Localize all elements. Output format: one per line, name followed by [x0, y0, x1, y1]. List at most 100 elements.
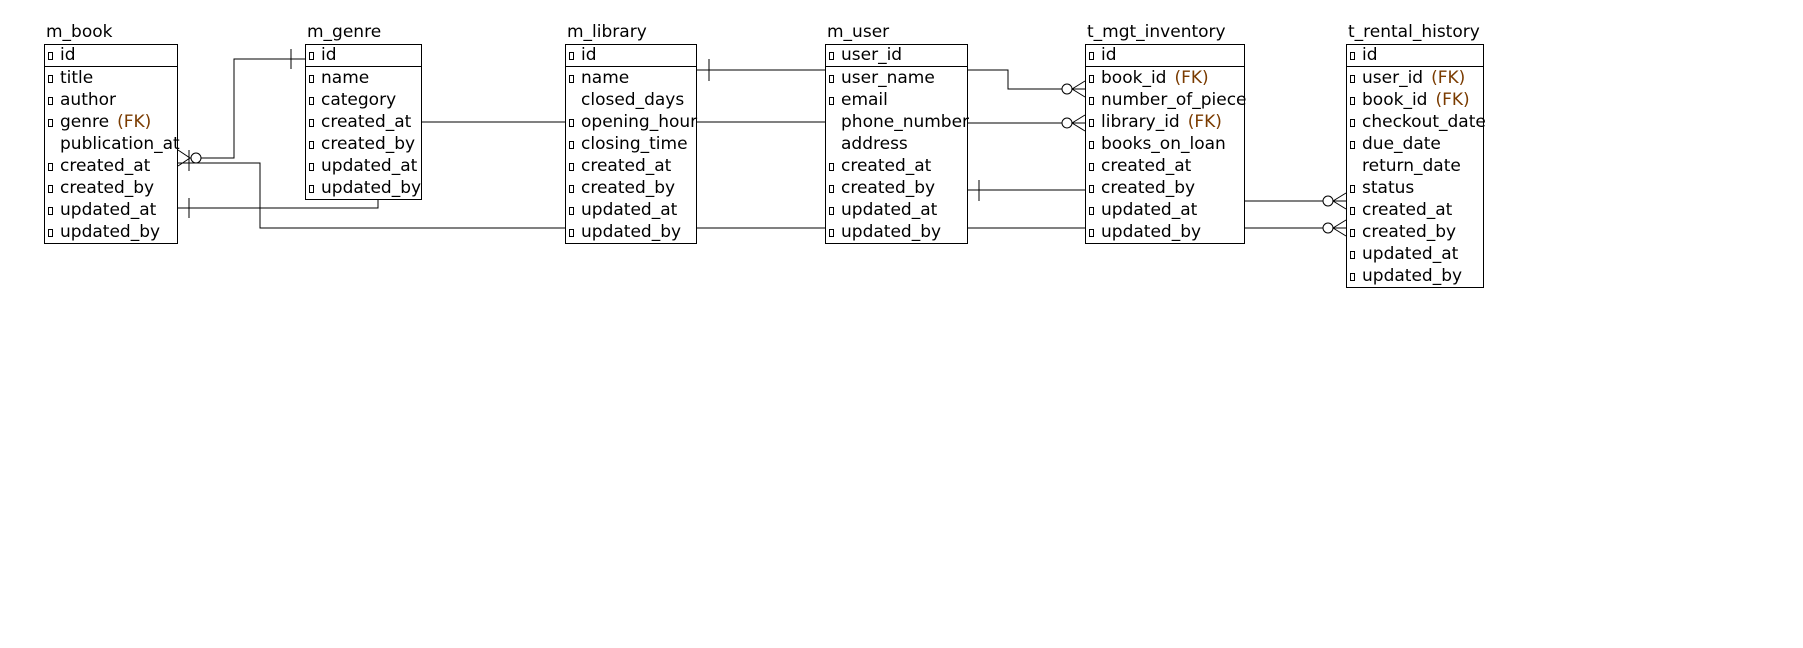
not-null-icon	[48, 75, 53, 83]
attribute-name: return_date	[1362, 156, 1461, 176]
attribute-row: closed_days	[566, 89, 696, 111]
primary-key-attribute: id	[306, 45, 421, 67]
not-null-icon	[1350, 119, 1355, 127]
attribute-name: user_id	[1362, 68, 1424, 88]
attribute-name: genre	[60, 112, 110, 132]
attribute-row: user_name	[826, 67, 967, 89]
attribute-name: created_at	[60, 156, 151, 176]
attribute-name: closing_time	[581, 134, 688, 154]
attribute-name: books_on_loan	[1101, 134, 1226, 154]
not-null-icon	[1089, 141, 1094, 149]
attribute-row: created_by	[826, 177, 967, 199]
attribute-row: user_id(FK)	[1347, 67, 1483, 89]
not-null-icon	[829, 163, 834, 171]
not-null-icon	[48, 163, 53, 171]
attribute-name: title	[60, 68, 94, 88]
foreign-key-badge: (FK)	[1187, 112, 1222, 132]
attribute-row: created_by	[1347, 221, 1483, 243]
not-null-icon	[1350, 75, 1355, 83]
attribute-name: publication_at	[60, 134, 180, 154]
attribute-name: updated_at	[581, 200, 678, 220]
not-null-icon	[1350, 229, 1355, 237]
crowfoot-marker	[1332, 227, 1347, 237]
attribute-name: created_at	[1362, 200, 1453, 220]
attribute-row: library_id(FK)	[1086, 111, 1244, 133]
zero-marker	[1061, 83, 1073, 95]
not-null-icon	[1089, 97, 1094, 105]
crowfoot-marker	[1071, 80, 1086, 90]
not-null-icon	[309, 141, 314, 149]
not-null-icon	[1350, 273, 1355, 281]
attribute-row: book_id(FK)	[1347, 89, 1483, 111]
not-null-icon	[1089, 185, 1094, 193]
attribute-name: created_by	[841, 178, 936, 198]
zero-marker	[1322, 222, 1334, 234]
attribute-name: category	[321, 90, 397, 110]
attribute-name: user_name	[841, 68, 935, 88]
attribute-name: updated_by	[60, 222, 161, 242]
attribute-row: updated_by	[1347, 265, 1483, 287]
attribute-name: id	[581, 45, 597, 65]
attribute-name: address	[841, 134, 908, 154]
attribute-name: opening_hour	[581, 112, 698, 132]
attribute-name: number_of_piece	[1101, 90, 1247, 110]
crowfoot-marker	[177, 149, 191, 159]
attribute-row: category	[306, 89, 421, 111]
attribute-row: updated_at	[1086, 199, 1244, 221]
attribute-name: name	[321, 68, 370, 88]
crowfoot-marker	[1332, 219, 1347, 229]
entity-title: m_library	[567, 22, 647, 42]
attribute-name: created_by	[1362, 222, 1457, 242]
attribute-name: created_at	[841, 156, 932, 176]
attribute-row: closing_time	[566, 133, 696, 155]
relationship-user-inventory-book	[968, 69, 1072, 90]
attribute-name: updated_by	[321, 178, 422, 198]
attribute-row: created_at	[826, 155, 967, 177]
attribute-row: updated_at	[306, 155, 421, 177]
attribute-name: status	[1362, 178, 1415, 198]
attribute-row: updated_at	[566, 199, 696, 221]
attribute-row: publication_at	[45, 133, 180, 155]
not-null-icon	[569, 163, 574, 171]
attribute-name: author	[60, 90, 117, 110]
attribute-row: checkout_date	[1347, 111, 1486, 133]
attribute-row: name	[566, 67, 696, 89]
attribute-name: due_date	[1362, 134, 1441, 154]
not-null-icon	[48, 97, 53, 105]
crowfoot-marker	[1071, 88, 1086, 98]
primary-key-attribute: id	[1347, 45, 1483, 67]
attribute-row: books_on_loan	[1086, 133, 1244, 155]
attribute-name: created_by	[60, 178, 155, 198]
attribute-row: created_at	[306, 111, 421, 133]
relationship-genre-book-updated	[178, 198, 379, 209]
attribute-name: name	[581, 68, 630, 88]
entity-title: t_mgt_inventory	[1087, 22, 1226, 42]
attribute-row: name	[306, 67, 421, 89]
attribute-row: address	[826, 133, 967, 155]
attribute-row: status	[1347, 177, 1483, 199]
attribute-name: id	[321, 45, 337, 65]
attribute-name: updated_by	[581, 222, 682, 242]
primary-key-attribute: user_id	[826, 45, 967, 67]
entity-title: m_user	[827, 22, 890, 42]
not-null-icon	[829, 75, 834, 83]
attribute-row: email	[826, 89, 967, 111]
not-null-icon	[569, 229, 574, 237]
not-null-icon	[569, 207, 574, 215]
attribute-row: updated_at	[45, 199, 177, 221]
not-null-icon	[1350, 97, 1355, 105]
not-null-icon	[48, 229, 53, 237]
not-null-icon	[1350, 207, 1355, 215]
attribute-row: created_at	[45, 155, 177, 177]
attribute-name: updated_by	[1101, 222, 1202, 242]
primary-key-attribute: id	[45, 45, 177, 67]
attribute-row: created_by	[306, 133, 421, 155]
attribute-row: updated_at	[1347, 243, 1483, 265]
zero-marker	[1322, 195, 1334, 207]
not-null-icon	[569, 141, 574, 149]
not-null-icon	[1350, 251, 1355, 259]
attribute-row: title	[45, 67, 177, 89]
